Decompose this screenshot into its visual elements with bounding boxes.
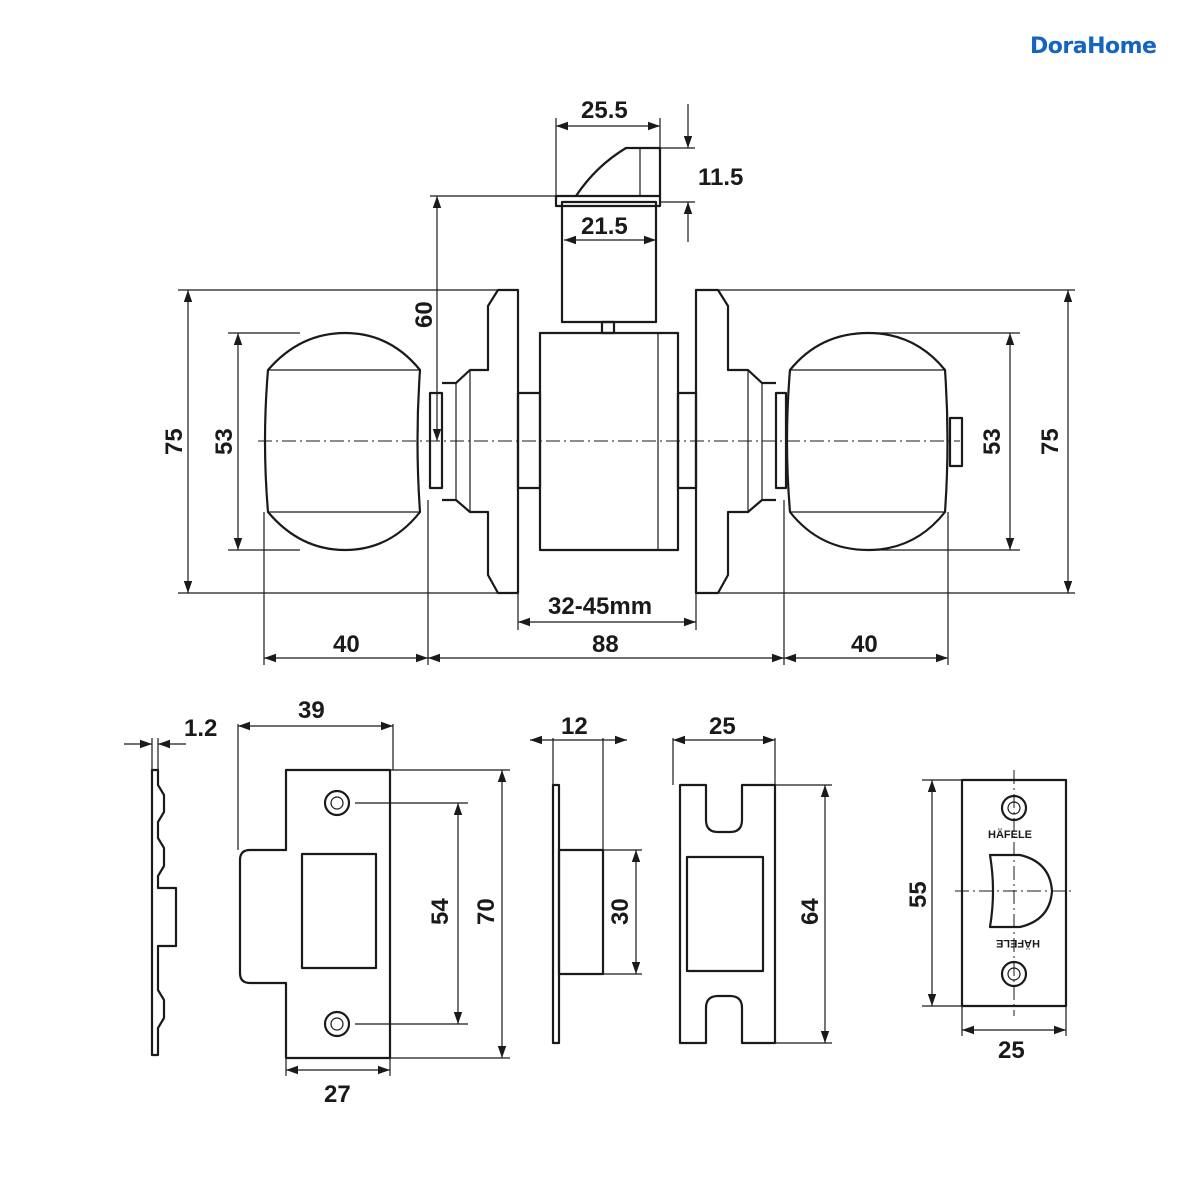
dim-latch-face-height: 55 xyxy=(905,881,932,908)
brand-logo: DoraHome xyxy=(1030,34,1157,59)
dim-bolt-face-width: 25.5 xyxy=(581,97,628,124)
dim-strike-lip-width: 27 xyxy=(324,1081,351,1108)
dim-spindle-length: 88 xyxy=(592,631,619,658)
dim-door-thickness: 32-45mm xyxy=(548,593,652,620)
strike-screw-top xyxy=(323,789,351,817)
latch-bevel xyxy=(575,146,662,197)
brand-marking-bottom: HÄFELE xyxy=(996,937,1040,950)
strike-screw-bottom xyxy=(323,1010,351,1038)
dim-latch-face-width: 25 xyxy=(998,1037,1025,1064)
dim-faceplate-thickness: 1.2 xyxy=(184,715,217,742)
dim-strike-width: 39 xyxy=(298,697,325,724)
lock-body xyxy=(538,331,680,552)
latch-faceplate-edge xyxy=(554,194,662,208)
faceplate-front: 25 64 xyxy=(672,713,832,1045)
dim-knob-right: 53 xyxy=(979,428,1006,455)
dim-faceplate-width: 25 xyxy=(709,713,736,740)
turn-button xyxy=(948,416,964,468)
knobset-view: 25.5 11.5 21.5 60 75 53 53 75 32-45mm 40… xyxy=(161,97,1075,665)
latch-screw-bottom xyxy=(1000,960,1028,988)
strike-opening xyxy=(300,852,378,970)
latch-tail xyxy=(600,320,616,335)
dim-strike-height: 70 xyxy=(473,898,500,925)
dim-latch-height: 30 xyxy=(607,898,634,925)
dim-knob-left: 53 xyxy=(211,428,238,455)
strike-plate-front: 39 54 70 27 xyxy=(237,697,510,1108)
dim-strike-hole-spacing: 54 xyxy=(427,898,454,925)
dim-rose-left: 75 xyxy=(161,428,188,455)
dim-bolt-body-width: 21.5 xyxy=(581,213,628,240)
dim-faceplate-height: 64 xyxy=(797,898,824,925)
right-rose xyxy=(694,288,776,595)
latch-side-bolt xyxy=(557,848,605,976)
faceplate-opening xyxy=(685,855,765,973)
dim-latch-depth: 12 xyxy=(561,713,588,740)
dim-knob-projection-left: 40 xyxy=(333,631,360,658)
dim-knob-projection-right: 40 xyxy=(851,631,878,658)
brand-marking-top: HÄFELE xyxy=(988,828,1032,841)
dim-rose-right: 75 xyxy=(1037,428,1064,455)
latch-side-view: 12 30 xyxy=(530,713,642,1045)
latch-bolt-face xyxy=(988,853,1054,929)
dim-bolt-height: 11.5 xyxy=(698,164,743,191)
dim-backset: 60 xyxy=(411,301,438,328)
latch-face-view: HÄFELE HÄFELE 55 25 xyxy=(905,770,1073,1064)
latch-screw-top xyxy=(1000,794,1028,822)
strike-side-view: 1.2 xyxy=(124,715,217,1057)
